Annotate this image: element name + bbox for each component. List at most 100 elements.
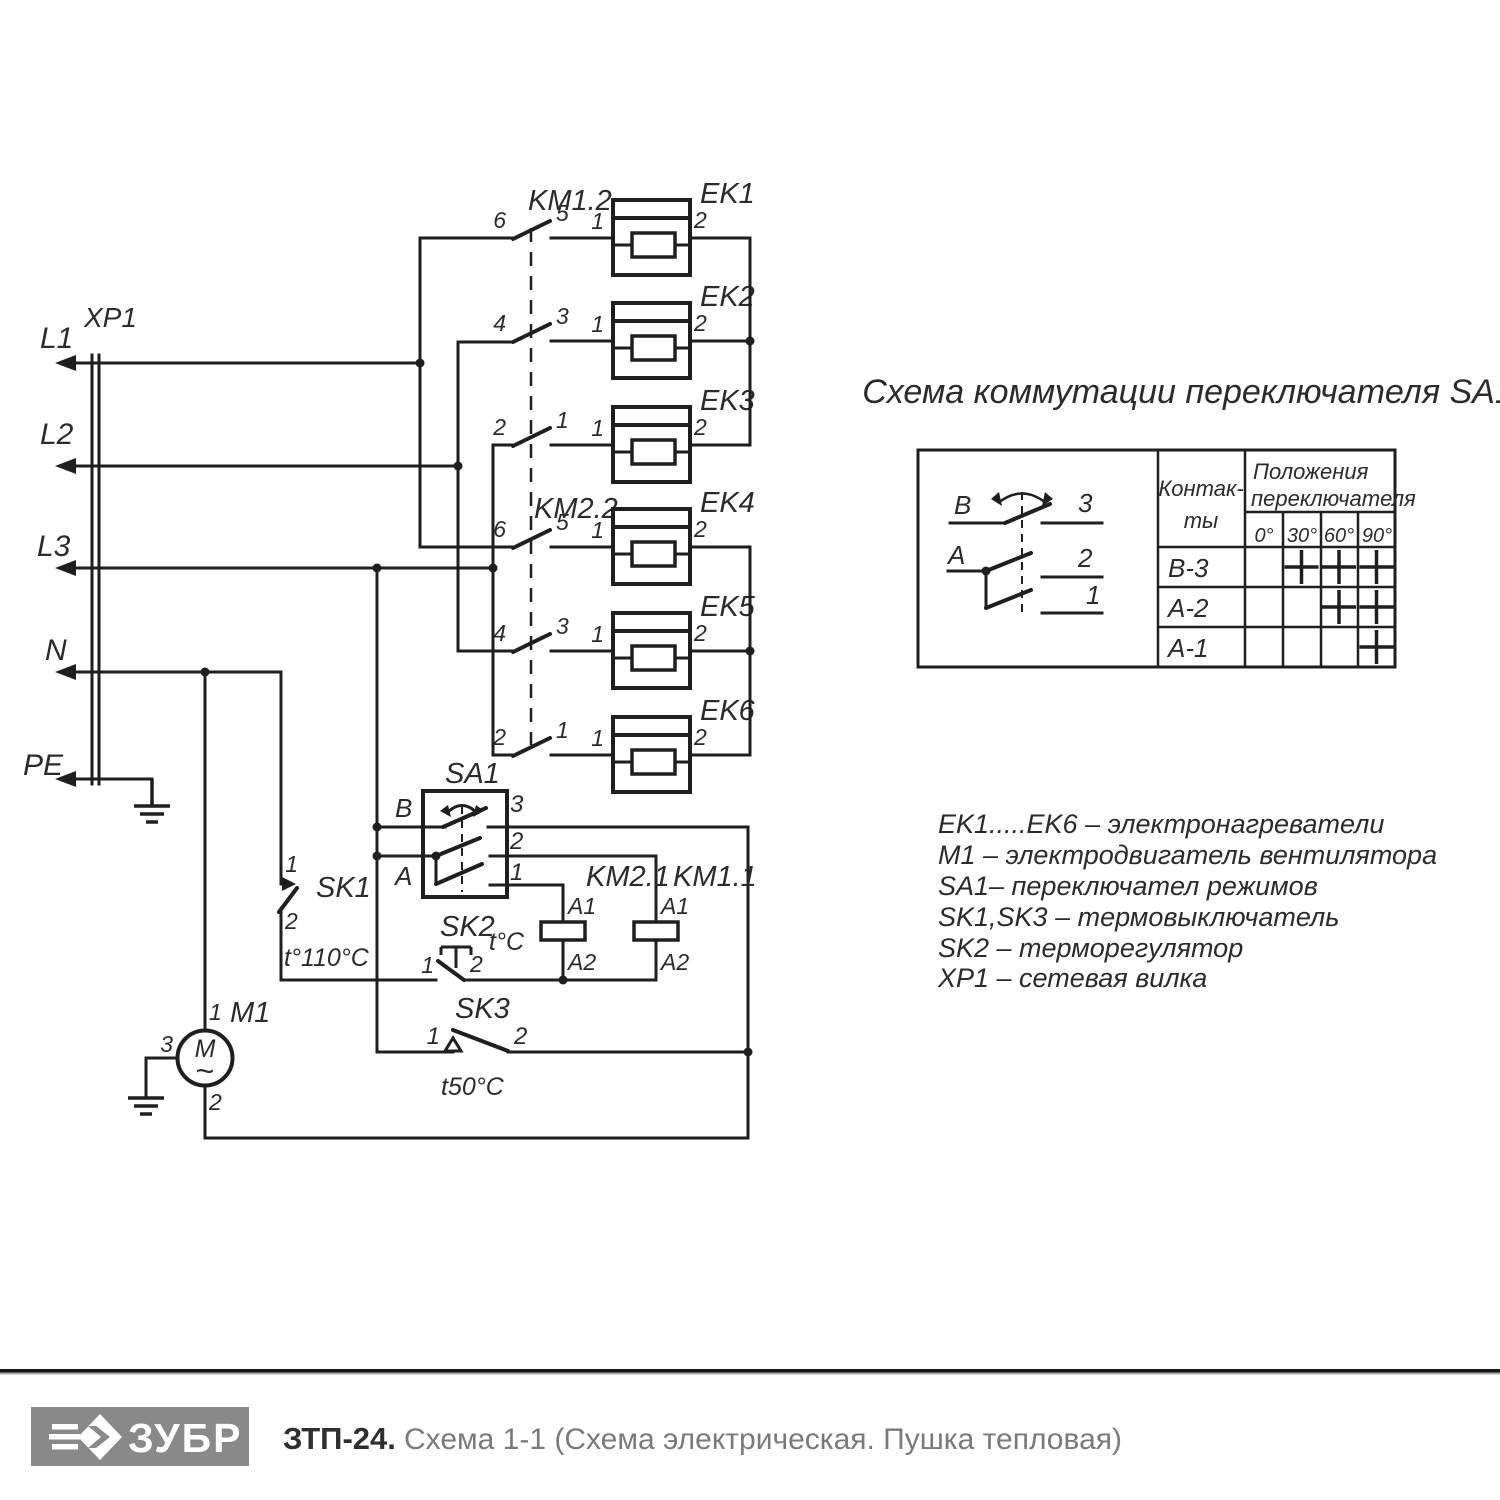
- sa1-box: [421, 789, 509, 899]
- heater-pin-1: 1: [591, 208, 604, 234]
- pin-a1: A1: [566, 893, 596, 919]
- heater-pin-1: 1: [591, 621, 604, 647]
- heater-pin-2: 2: [693, 620, 707, 646]
- angle-30: 30°: [1287, 525, 1317, 547]
- table-border: [916, 448, 1397, 669]
- heater-ek3-label: EK3: [700, 385, 755, 417]
- sk3-pin-2: 2: [513, 1023, 527, 1050]
- phase-wires: [66, 361, 495, 781]
- sk2-pin-1: 1: [421, 952, 434, 978]
- heater-pin-1: 1: [591, 415, 604, 441]
- motor-m1: M ~ M1 1 2 3: [128, 997, 270, 1116]
- sk1-blade: [277, 886, 299, 914]
- thermal-switch-sk1: SK1 1 2 t°110°C: [277, 851, 371, 972]
- row-b3-label: B-3: [1168, 553, 1209, 583]
- line-pe-label: PE: [23, 749, 64, 782]
- mini-switch-diagram: B A 3 2 1: [946, 488, 1104, 615]
- sk2-temp-label: t°C: [489, 928, 525, 956]
- heater-ek1-label: EK1: [700, 178, 755, 210]
- sk3-label: SK3: [455, 993, 510, 1025]
- pin-2: 2: [492, 414, 506, 440]
- coil-km21-label: KM2.1: [586, 861, 670, 893]
- heater-ek5-label: EK5: [700, 591, 756, 623]
- legend-line: EK1.....EK6 – электронагреватели: [938, 809, 1384, 839]
- logo-chevron-icon: [88, 1426, 110, 1448]
- motor-pin-2: 2: [208, 1089, 222, 1115]
- sk1-pin-1: 1: [285, 851, 298, 877]
- heater-pin-2: 2: [693, 724, 707, 750]
- heater-pin-2: 2: [693, 516, 707, 542]
- junction-dots: [200, 336, 755, 1057]
- table-grid: [1156, 450, 1395, 667]
- contactor-km22: KM2.2 6 5 4 3 2 1: [492, 493, 618, 758]
- pin-a2: A2: [659, 949, 689, 975]
- motor-ground-wire: [144, 1056, 180, 1100]
- legend-line: XP1 – сетевая вилка: [937, 963, 1207, 993]
- brand-name: ЗУБР: [128, 1415, 242, 1461]
- pin-6: 6: [493, 516, 506, 542]
- rotation-arc-icon: [997, 492, 1047, 504]
- footer-divider-shadow: [0, 1372, 1500, 1375]
- sa1-pin-3: 3: [510, 791, 524, 818]
- motor-symbol: M: [195, 1035, 216, 1063]
- heater-ek6-label: EK6: [700, 695, 756, 727]
- zubr-logo: ЗУБР: [31, 1407, 249, 1466]
- table-title: Схема коммутации переключателя SA1: [862, 373, 1500, 411]
- model-number: ЗТП-24.: [283, 1421, 396, 1456]
- positions-header-2: переключателя: [1251, 486, 1416, 511]
- ground-icon: [134, 779, 170, 824]
- heater-pin-1: 1: [591, 311, 604, 337]
- actuator-icon: [439, 945, 473, 968]
- coil-km21: KM2.1 A1 A2: [539, 861, 670, 975]
- mini-a-label: A: [946, 540, 965, 570]
- thermal-switch-sk3: SK3 1 2 t50°C: [427, 993, 528, 1101]
- pin-6: 6: [493, 207, 506, 233]
- contacts-header: Контак-: [1158, 476, 1243, 501]
- legend-line: M1 – электродвигатель вентилятора: [938, 840, 1437, 870]
- pin-4: 4: [493, 620, 506, 646]
- pin-a2: A2: [566, 949, 596, 975]
- sk1-temp-label: t°110°C: [284, 944, 370, 972]
- pin-2: 2: [492, 724, 506, 750]
- line-l3-label: L3: [37, 530, 71, 563]
- mini-2-label: 2: [1077, 543, 1093, 573]
- sa1-b-label: B: [395, 793, 412, 823]
- legend-line: SK2 – терморегулятор: [938, 933, 1243, 963]
- sa1-label: SA1: [445, 758, 500, 790]
- pin-3: 3: [556, 613, 569, 639]
- page-caption: Схема 1-1 (Схема электрическая. Пушка те…: [404, 1423, 1122, 1456]
- connector-xp1: XP1 L1 L2 L3 N PE: [23, 302, 495, 824]
- mode-switch-sa1: SA1 B A 3 2 1: [393, 758, 524, 899]
- line-l2-label: L2: [40, 418, 74, 451]
- pin-5: 5: [556, 200, 569, 226]
- footer: ЗУБР ЗТП-24. Схема 1-1 (Схема электричес…: [0, 1369, 1500, 1466]
- contactor-km12-label: KM1.2: [528, 185, 612, 217]
- sk2-blade: [436, 959, 466, 982]
- motor-label: M1: [230, 997, 270, 1029]
- angle-90: 90°: [1362, 525, 1392, 547]
- heater-pin-2: 2: [693, 207, 707, 233]
- logo-diamond-icon: [78, 1414, 122, 1460]
- logo-bar-icon: [52, 1444, 78, 1450]
- thermal-triangle-icon: [442, 1035, 464, 1053]
- sk1-label: SK1: [316, 872, 371, 904]
- legend-line: SK1,SK3 – термовыключатель: [938, 902, 1339, 932]
- sa1-blades: [434, 806, 488, 886]
- legend-line: SA1– переключател режимов: [938, 871, 1318, 901]
- heater-labels: EK1 EK2 EK3 EK4 EK5 EK6: [700, 178, 756, 727]
- thermostat-sk2: SK2 1 2 t°C: [421, 911, 525, 982]
- contactor-km22-label: KM2.2: [534, 493, 618, 525]
- ground-icon: [128, 1096, 164, 1116]
- arrow-icon: [55, 355, 76, 787]
- heater-pin-1: 1: [591, 725, 604, 751]
- heater-pin-1: 1: [591, 517, 604, 543]
- line-n-label: N: [45, 634, 67, 667]
- positions-header: Положения: [1253, 459, 1369, 484]
- pin-a1: A1: [659, 893, 689, 919]
